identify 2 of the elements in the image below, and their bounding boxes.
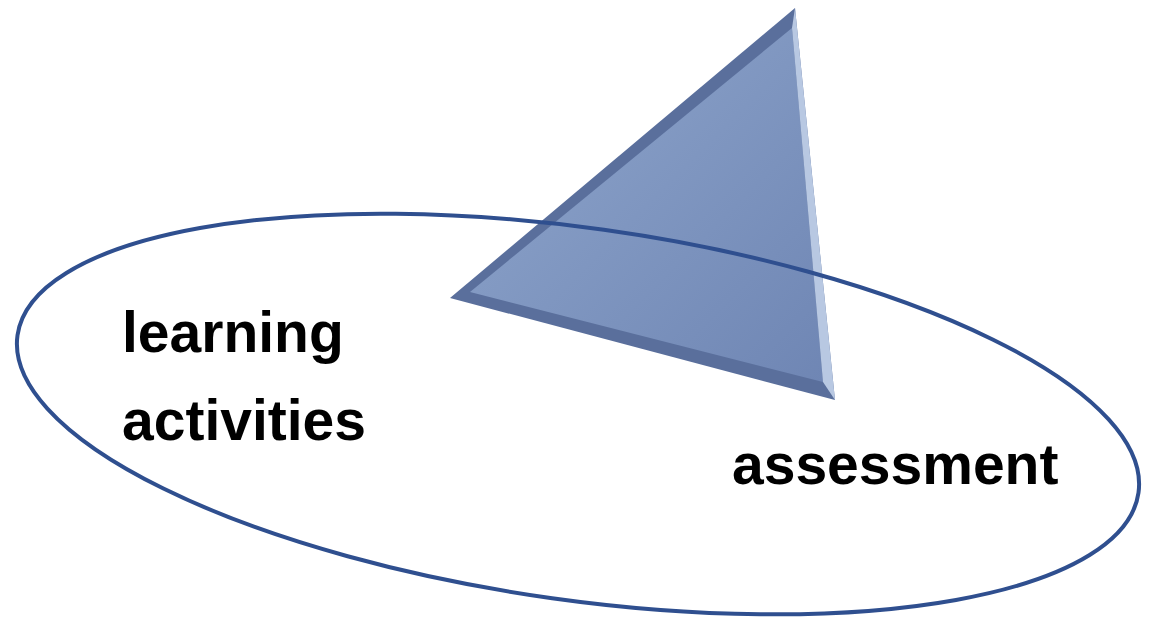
ellipse-label: assessment	[732, 431, 1060, 498]
ellipse-label: learning activities	[122, 299, 367, 454]
